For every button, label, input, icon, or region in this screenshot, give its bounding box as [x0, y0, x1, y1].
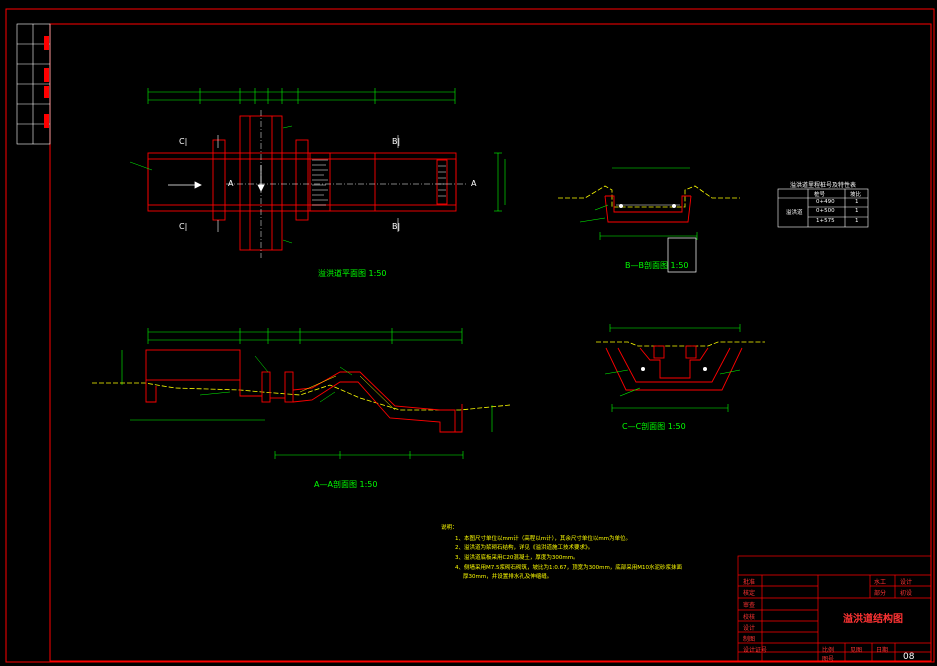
- note-item: 3、溢洪道底板采用C20混凝土，厚度为300mm。: [455, 555, 579, 561]
- section-aa-caption: A—A剖面图 1:50: [314, 480, 378, 489]
- table-title: 溢洪道里程桩号及特性表: [790, 182, 857, 189]
- table-cell: 1: [855, 218, 859, 224]
- section-bb: [558, 167, 740, 273]
- table-cell: 0+490: [816, 199, 835, 205]
- plan-section-c-top: C|: [179, 137, 188, 146]
- tb-label: 设计证号: [743, 647, 768, 654]
- note-item: 1、本图尺寸单位以mm计（高程以m计），其余尺寸单位以mm为单位。: [455, 536, 632, 542]
- tb-sheet-label: 图号: [822, 656, 835, 663]
- section-cc-caption: C—C剖面图 1:50: [622, 422, 686, 431]
- tb-bottom-label: 日期: [876, 647, 889, 654]
- table-header-station: 桩号: [814, 192, 826, 198]
- tb-right-mid: 初设: [900, 590, 913, 597]
- table-group-label: 溢洪道: [786, 210, 803, 216]
- tb-bottom-label: 见图: [850, 647, 863, 654]
- plan-view: [129, 88, 506, 258]
- drain-pipe-right-cc: [703, 367, 707, 371]
- drawing-title: 溢洪道结构图: [843, 614, 903, 625]
- plan-section-a-left: A: [228, 179, 234, 188]
- table-cell: 1: [855, 199, 859, 205]
- table-cell: 1: [855, 208, 859, 214]
- section-bb-caption: B—B剖面图 1:50: [625, 261, 689, 270]
- table-cell: 1+575: [816, 218, 835, 224]
- tb-label: 批准: [743, 579, 756, 586]
- drain-pipe-right: [672, 204, 676, 208]
- table-cell: 0+500: [816, 208, 835, 214]
- note-item: 厚30mm，并设置排水孔及伸缩缝。: [463, 574, 553, 580]
- tb-label: 校核: [743, 614, 756, 621]
- drain-pipe-left-cc: [641, 367, 645, 371]
- tb-label: 审查: [743, 602, 756, 609]
- notes-heading: 说明：: [441, 525, 458, 531]
- tb-label: 核定: [743, 590, 756, 597]
- drain-pipe-left: [619, 204, 623, 208]
- section-cc: [596, 324, 765, 412]
- tb-label: 制图: [743, 636, 756, 643]
- sheet-number: 08: [903, 652, 915, 662]
- table-header-ratio: 坡比: [850, 192, 862, 198]
- tb-bottom-label: 比例: [822, 647, 835, 654]
- note-item: 4、侧墙采用M7.5浆砌石砌筑，坡比为1:0.67，顶宽为300mm，底部采用M…: [455, 565, 683, 571]
- plan-section-c-bottom: C|: [179, 222, 188, 231]
- binding-strip: [16, 23, 51, 145]
- plan-section-b-bottom: B|: [392, 222, 401, 231]
- inner-frame: [49, 23, 932, 662]
- tb-right-top: 设计: [900, 579, 913, 586]
- plan-section-b-top: B|: [392, 137, 401, 146]
- property-table: [777, 188, 869, 228]
- plan-section-a-right: A: [471, 179, 477, 188]
- note-item: 2、溢洪道为浆砌石结构，详见《溢洪道施工技术要求》。: [455, 545, 594, 551]
- tb-right-top: 水工: [874, 579, 887, 586]
- plan-view-caption: 溢洪道平面图 1:50: [318, 269, 387, 278]
- outer-frame: [5, 8, 935, 663]
- section-aa: [92, 328, 511, 459]
- tb-label: 设计: [743, 625, 756, 632]
- title-block: [737, 555, 932, 662]
- tb-right-mid: 部分: [874, 590, 887, 597]
